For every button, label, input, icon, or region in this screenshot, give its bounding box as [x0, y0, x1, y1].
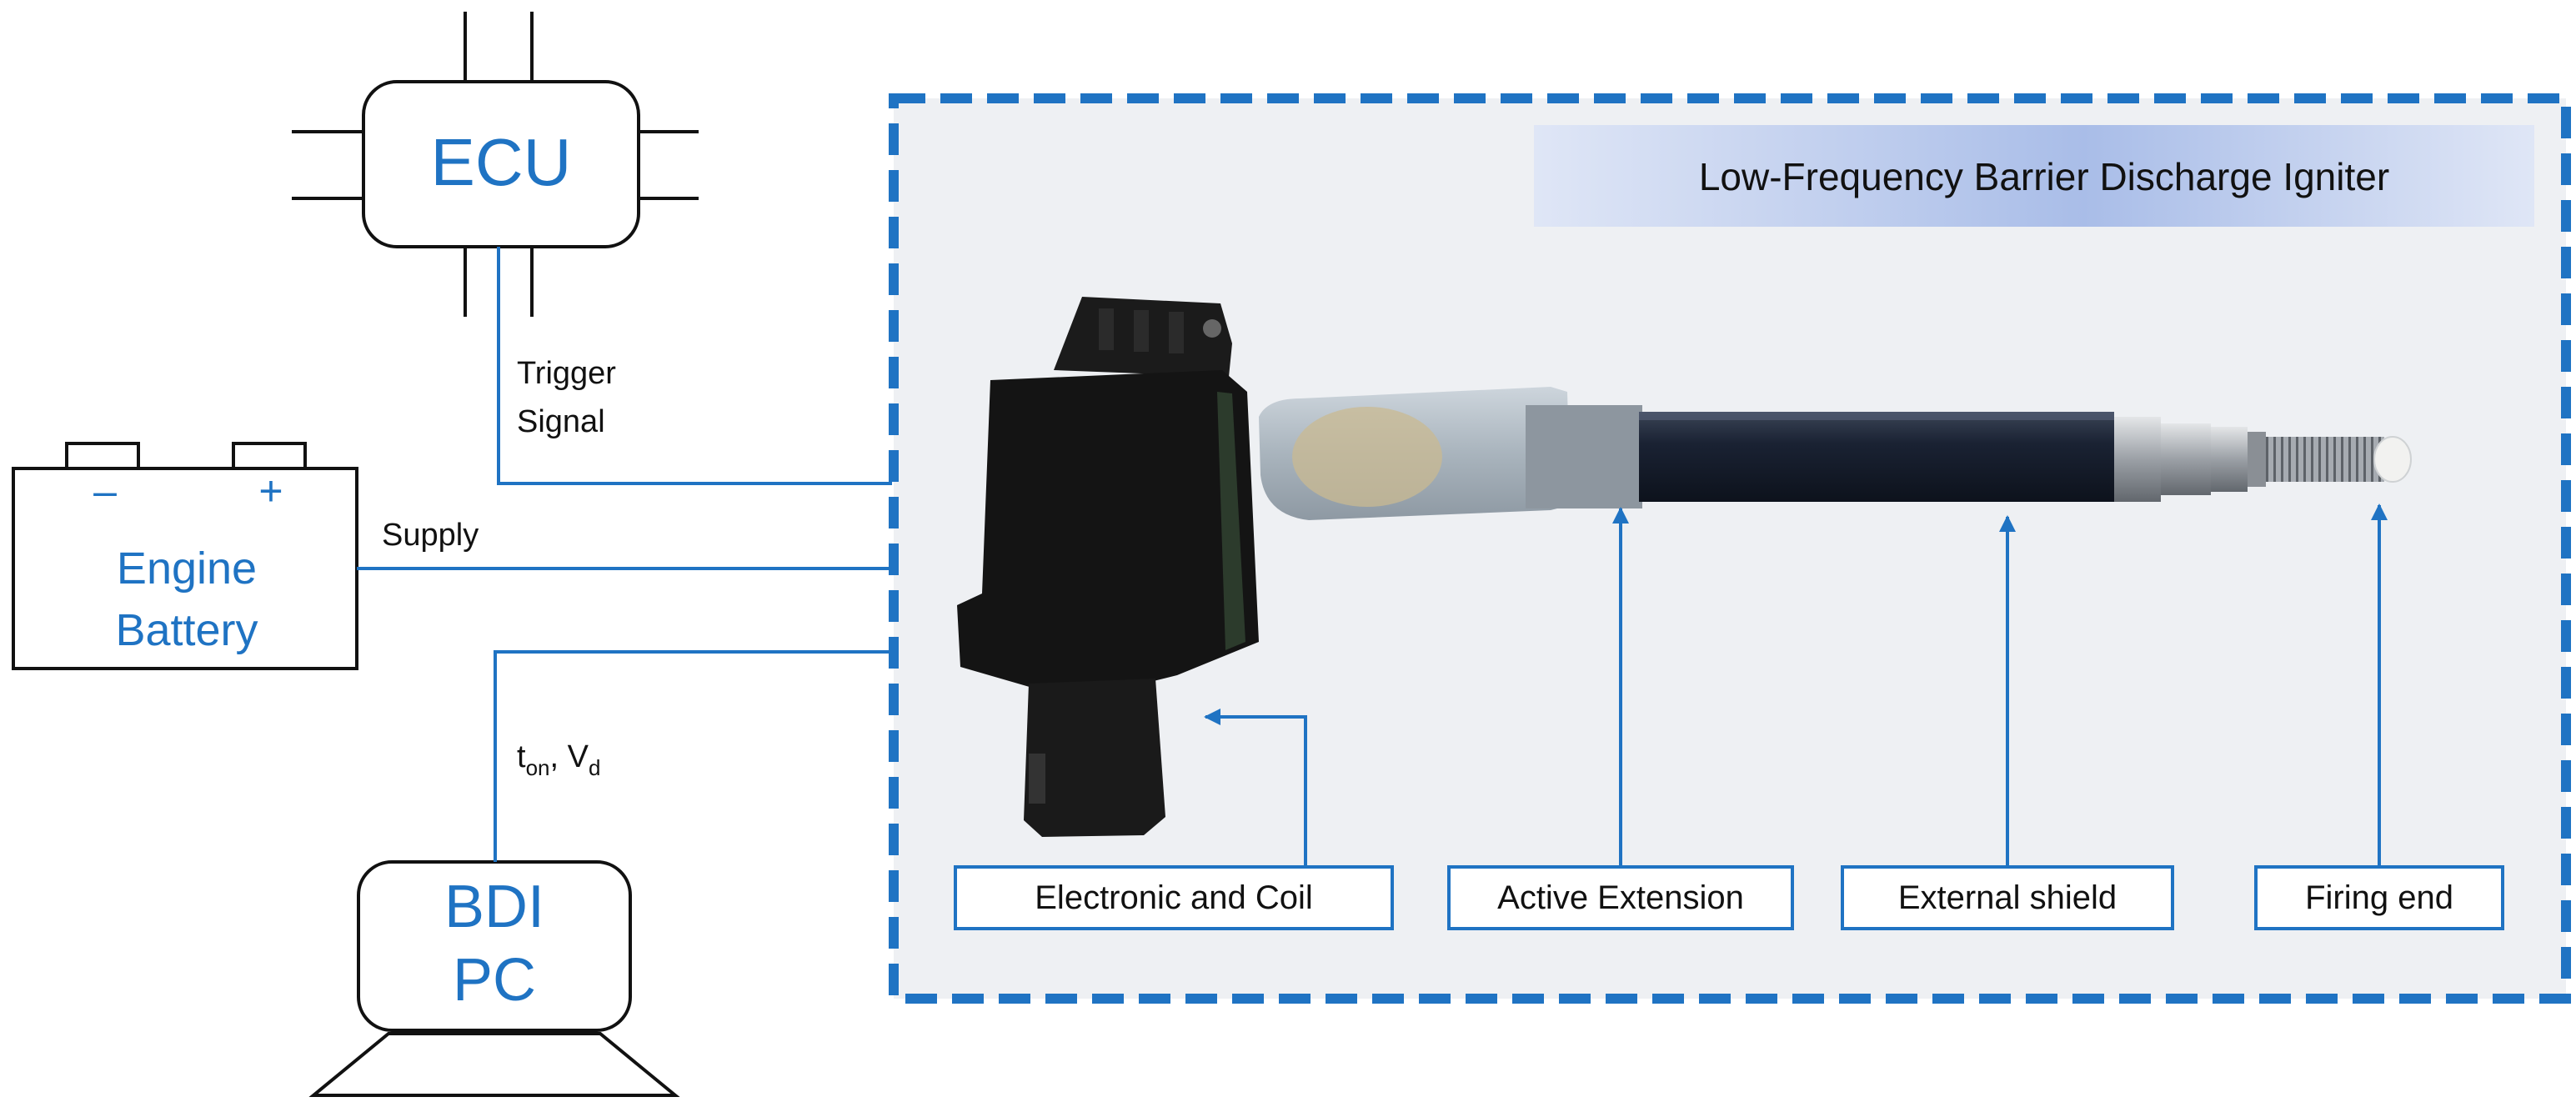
callout-firing-end: Firing end — [2254, 865, 2504, 930]
housing-connector — [1024, 679, 1165, 837]
callout-arrows — [1204, 503, 2388, 867]
callout-electronic-and-coil: Electronic and Coil — [954, 865, 1394, 930]
igniter-illustration — [957, 297, 2412, 837]
bdi-pc-line — [494, 650, 892, 862]
electronic-coil-housing — [957, 370, 1259, 700]
battery-label-line2: Battery — [115, 605, 258, 655]
callout-external-shield: External shield — [1841, 865, 2174, 930]
bdi-pc-stand — [308, 1032, 680, 1097]
svg-text:Firing end: Firing end — [2305, 879, 2453, 916]
external-shield-tube — [1639, 412, 2114, 502]
trigger-signal-label-line2: Signal — [517, 404, 605, 439]
arrow-electronic-coil — [1204, 709, 1307, 867]
igniter-title: Low-Frequency Barrier Discharge Igniter — [1699, 155, 2389, 198]
supply-label: Supply — [382, 518, 479, 553]
battery-terminal-negative — [65, 442, 140, 470]
svg-text:External shield: External shield — [1898, 879, 2117, 916]
ecu-box — [362, 80, 640, 248]
ecu-chip: ECU — [292, 12, 699, 317]
callout-active-extension: Active Extension — [1447, 865, 1794, 930]
bdi-pc: BDI PC — [308, 860, 680, 1097]
svg-text:Active Extension: Active Extension — [1497, 879, 1744, 916]
igniter-title-band — [1534, 125, 2534, 227]
ecu-label: ECU — [431, 125, 572, 199]
ton-vd-label: ton, Vd — [517, 739, 600, 780]
battery-terminal-positive — [232, 442, 307, 470]
trigger-signal-line — [497, 247, 892, 485]
bdi-pc-label-line2: PC — [453, 947, 536, 1014]
trigger-signal-label-line1: Trigger — [517, 356, 616, 391]
battery-plus-sign: + — [258, 468, 283, 514]
battery-body — [12, 467, 358, 670]
igniter-panel: Low-Frequency Barrier Discharge Igniter — [889, 93, 2571, 1004]
battery-minus-sign: – — [93, 468, 117, 514]
connection-lines — [357, 247, 892, 862]
battery-label-line1: Engine — [117, 543, 257, 594]
svg-text:Electronic and Coil: Electronic and Coil — [1035, 879, 1313, 916]
engine-battery: – + Engine Battery — [12, 442, 358, 670]
firing-end-thread — [2266, 437, 2384, 482]
firing-end-tip — [2373, 436, 2412, 483]
metal-fitting — [2114, 417, 2161, 502]
bdi-pc-label-line1: BDI — [444, 874, 544, 940]
